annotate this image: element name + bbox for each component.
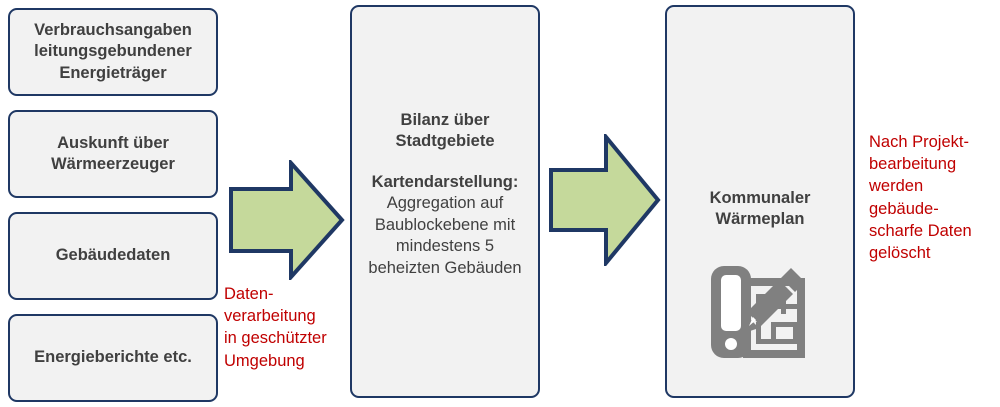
input-box-label: Auskunft über Wärmeerzeuger [51, 133, 175, 173]
arrow-inputs-to-processing-icon [228, 157, 346, 285]
note-data-processing: Daten- verarbeitung in geschützter Umgeb… [224, 285, 327, 370]
output-box: Kommunaler Wärmeplan [665, 5, 855, 398]
spacer [360, 153, 530, 172]
input-box-label: Energieberichte etc. [34, 348, 192, 367]
processing-subtitle-body: Aggregation auf Baublockebene mit mindes… [368, 194, 522, 277]
input-box-verbrauchsangaben: Verbrauchsangaben leitungsgebundener Ene… [8, 8, 218, 96]
note-data-deletion: Nach Projekt- bearbeitung werden gebäude… [869, 133, 972, 262]
input-box-label: Gebäudedaten [55, 246, 171, 265]
input-box-gebaeudedaten: Gebäudedaten [8, 212, 218, 300]
processing-box: Bilanz über Stadtgebiete Kartendarstellu… [350, 5, 540, 398]
arrow-processing-to-plan-icon [548, 131, 662, 271]
output-title: Kommunaler Wärmeplan [709, 189, 811, 229]
blueprint-pencil-icon [709, 264, 811, 365]
processing-title: Bilanz über Stadtgebiete [395, 111, 495, 151]
input-box-energieberichte: Energieberichte etc. [8, 314, 218, 402]
input-box-label: Verbrauchsangaben leitungsgebundener Ene… [34, 21, 192, 82]
processing-subtitle-head: Kartendarstellung: [371, 172, 519, 191]
input-box-auskunft-waermeerzeuger: Auskunft über Wärmeerzeuger [8, 110, 218, 198]
